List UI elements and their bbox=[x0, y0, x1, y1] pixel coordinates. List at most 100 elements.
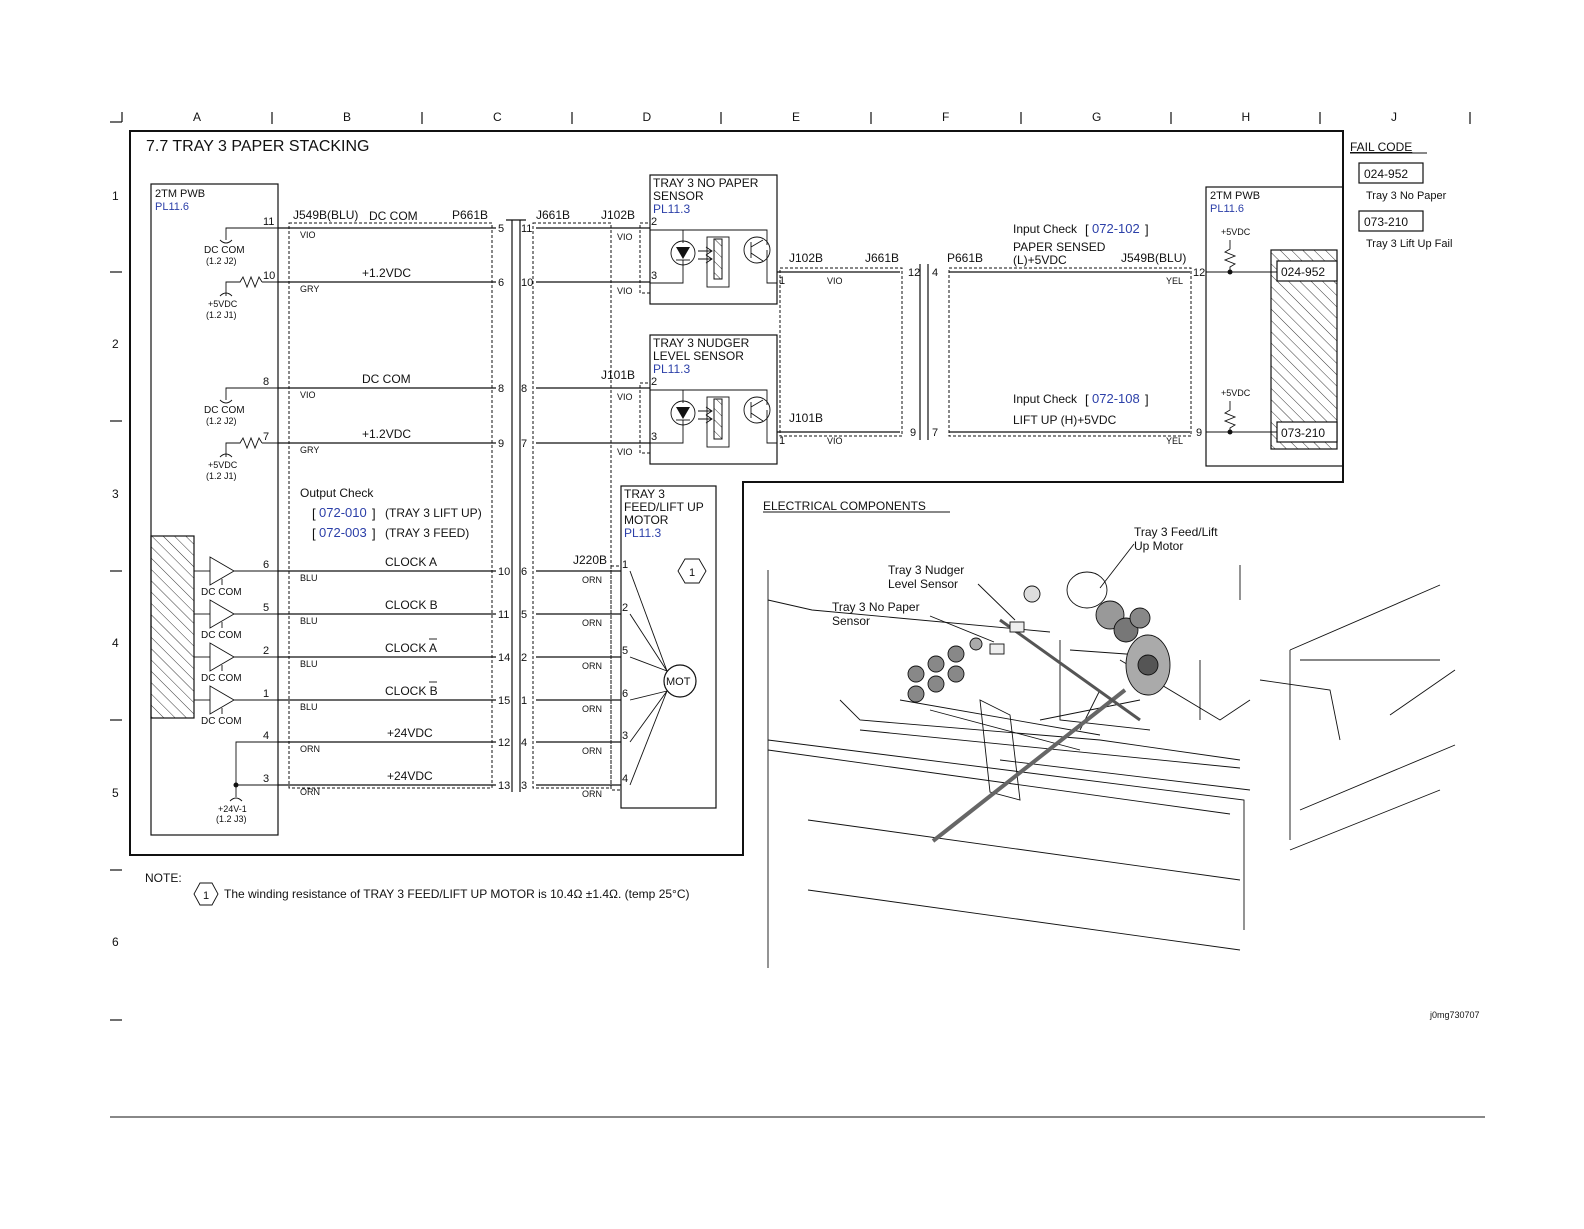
j661b-pin: 10 bbox=[521, 277, 533, 289]
driver-buffer bbox=[209, 642, 235, 672]
right-pin-number: 3 bbox=[651, 270, 657, 282]
signal-label: CLOCK A bbox=[385, 555, 437, 569]
wire-color-right: ORN bbox=[582, 789, 602, 799]
wire-color-right: ORN bbox=[582, 618, 602, 628]
grid-col-label: E bbox=[792, 110, 800, 124]
p661b-pin: 11 bbox=[498, 609, 509, 621]
signal-label: +24VDC bbox=[387, 769, 433, 783]
left-pin-number: 1 bbox=[263, 688, 269, 700]
p661b-pin: 6 bbox=[498, 277, 504, 289]
p661b-pin: 15 bbox=[498, 695, 510, 707]
tray-illustration bbox=[767, 565, 1456, 968]
electrical-components: ELECTRICAL COMPONENTS bbox=[763, 499, 1480, 1020]
output-check-bracket-2b: ] bbox=[372, 526, 376, 541]
wire-color-right: ORN bbox=[582, 704, 602, 714]
output-check-label: Output Check bbox=[300, 486, 374, 500]
p661b-pin: 12 bbox=[498, 737, 510, 749]
sensor-wire-top bbox=[650, 229, 768, 245]
left-pin-number: 10 bbox=[263, 270, 275, 282]
fail-code-2: 073-210 bbox=[1364, 215, 1408, 229]
j661b-connector-left bbox=[532, 222, 612, 789]
sensor1-ref: PL11.3 bbox=[653, 202, 690, 216]
signal-label: +1.2VDC bbox=[362, 427, 411, 441]
sensor-slot bbox=[713, 238, 723, 280]
phototransistor-circle bbox=[743, 396, 771, 424]
input-check-2: Input Check [ 072-108 ] LIFT UP (H)+5VDC bbox=[1013, 391, 1149, 427]
motor-lead bbox=[629, 690, 668, 743]
wire-color-right: ORN bbox=[582, 746, 602, 756]
left-pin-number: 5 bbox=[263, 602, 269, 614]
sensor2-title1: TRAY 3 NUDGER bbox=[653, 336, 750, 350]
j102b-j101b-dashed bbox=[779, 267, 903, 437]
sensor-out-pin: 1 bbox=[779, 275, 785, 287]
wire-color-left: VIO bbox=[300, 230, 316, 240]
wire-color-left: ORN bbox=[300, 787, 320, 797]
wire-vio-b: VIO bbox=[827, 436, 843, 446]
j661b-pin: 6 bbox=[521, 566, 527, 578]
dc-com-ref-1: DC COM bbox=[204, 245, 245, 256]
right-pwb-name: 2TM PWB bbox=[1210, 190, 1260, 202]
grid-col-label: C bbox=[493, 110, 502, 124]
signal-label: +24VDC bbox=[387, 726, 433, 740]
left-pin-number: 11 bbox=[263, 216, 274, 228]
motor-title2: FEED/LIFT UP bbox=[624, 500, 704, 514]
dc-com-ref-2-loc: (1.2 J2) bbox=[206, 416, 237, 426]
p5vdc-ref-1-loc: (1.2 J1) bbox=[206, 310, 237, 320]
j661b-left-label: J661B bbox=[536, 208, 570, 222]
j549b-right-label: J549B(BLU) bbox=[1121, 251, 1186, 265]
input-check-2-code: 072-108 bbox=[1092, 391, 1140, 406]
fail-code-2-desc: Tray 3 Lift Up Fail bbox=[1366, 238, 1452, 250]
light-arrow bbox=[698, 414, 713, 424]
input-check-1-label: Input Check bbox=[1013, 222, 1078, 236]
schematic-frame bbox=[129, 130, 1344, 856]
wire-color-right: VIO bbox=[617, 392, 633, 402]
input-check-1: Input Check [ 072-102 ] PAPER SENSED (L)… bbox=[1013, 221, 1149, 267]
p661b-pin: 9 bbox=[498, 438, 504, 450]
callout-nudger-1: Tray 3 Nudger bbox=[888, 563, 964, 577]
grid-row-label: 6 bbox=[112, 935, 119, 949]
signal-label: CLOCK A bbox=[385, 641, 437, 655]
driver-buffer bbox=[209, 599, 235, 629]
grid-col-label: A bbox=[193, 110, 201, 124]
light-arrow bbox=[698, 254, 713, 264]
grid-col-label: B bbox=[343, 110, 351, 124]
light-arrow bbox=[698, 246, 713, 256]
p5vdc-right-1: +5VDC bbox=[1221, 227, 1251, 237]
motor-note-hex bbox=[677, 558, 707, 584]
p661b-pin: 8 bbox=[498, 383, 504, 395]
j102b-top-label: J102B bbox=[601, 208, 635, 222]
wire-color-right: ORN bbox=[582, 661, 602, 671]
wire-color-right: VIO bbox=[617, 286, 633, 296]
pin-12-a: 12 bbox=[908, 267, 920, 279]
wire-color-left: BLU bbox=[300, 659, 318, 669]
input-check-2-line1: LIFT UP (H)+5VDC bbox=[1013, 413, 1117, 427]
driver-buffer bbox=[209, 685, 235, 715]
output-check-bracket-1: [ bbox=[312, 506, 316, 521]
sensor-wire-bottom bbox=[650, 420, 684, 444]
callouts: Tray 3 Feed/Lift Up Motor Tray 3 Nudger … bbox=[832, 525, 1218, 643]
wire-vio-a: VIO bbox=[827, 276, 843, 286]
right-pin-number: 2 bbox=[651, 376, 657, 388]
note-text: The winding resistance of TRAY 3 FEED/LI… bbox=[224, 887, 690, 901]
p661b-pin: 10 bbox=[498, 566, 510, 578]
wire-yel-b: YEL bbox=[1166, 436, 1183, 446]
right-pwb: 2TM PWB PL11.6 024-952 073-210 +5VDC +5V… bbox=[1205, 186, 1344, 467]
sensor2-ref: PL11.3 bbox=[653, 362, 690, 376]
led-triangle bbox=[676, 407, 690, 419]
j661b-pin: 2 bbox=[521, 652, 527, 664]
j661b-pin: 5 bbox=[521, 609, 527, 621]
right-pin-number: 2 bbox=[622, 602, 628, 614]
wire-color-right: ORN bbox=[582, 575, 602, 585]
no-paper-sensor: TRAY 3 NO PAPER SENSOR PL11.3 1 bbox=[649, 174, 785, 305]
led-circle bbox=[670, 400, 696, 426]
left-pwb-ic bbox=[150, 535, 195, 719]
p5vdc-ref-1: +5VDC bbox=[208, 299, 238, 309]
pin-12-b: 12 bbox=[1193, 267, 1205, 279]
right-pin-number: 1 bbox=[622, 559, 628, 571]
sensor1-title2: SENSOR bbox=[653, 189, 704, 203]
illustration-id: j0mg730707 bbox=[1429, 1010, 1480, 1020]
ground-ref-group-2: DC COM (1.2 J2) +5VDC (1.2 J1) bbox=[204, 387, 278, 481]
